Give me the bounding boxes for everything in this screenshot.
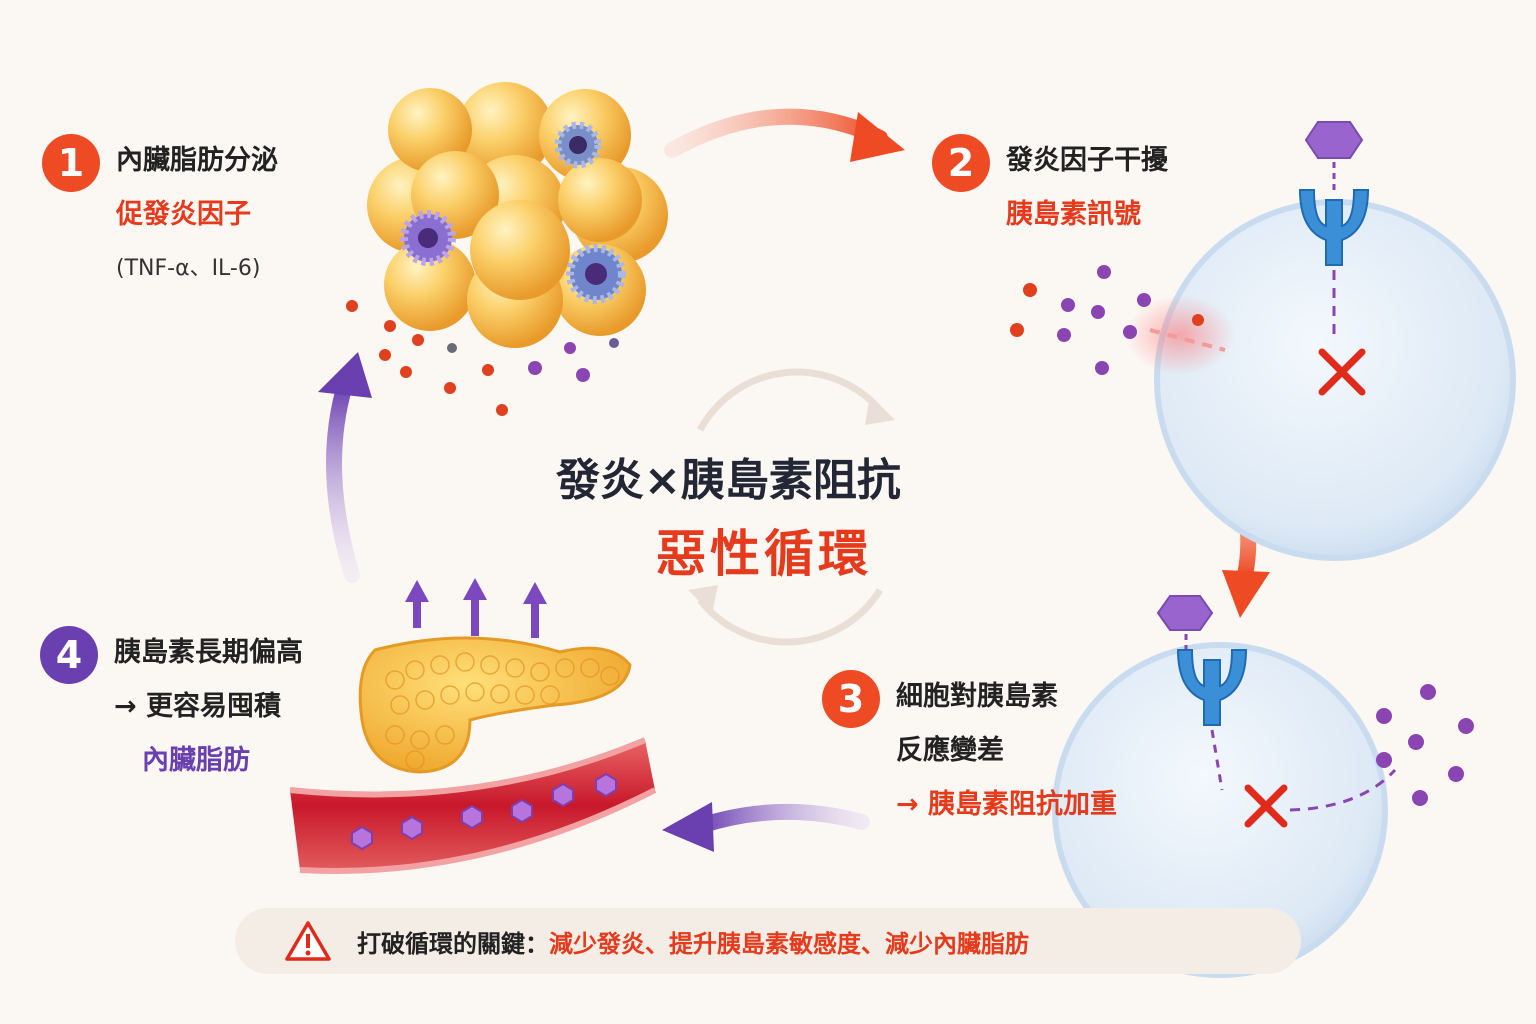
insulin-release-arrows xyxy=(405,578,547,638)
step-2-line-2: 胰島素訊號 xyxy=(1006,199,1141,230)
step-2: 2 發炎因子干擾 胰島素訊號 xyxy=(932,134,1168,242)
footer-text: 打破循環的關鍵：減少發炎、提升胰島素敏感度、減少內臟脂肪 xyxy=(357,924,1029,959)
block-x-icon xyxy=(1244,784,1288,828)
center-cycle-icon xyxy=(688,368,895,646)
step-4: 4 胰島素長期偏高 → 更容易囤積 內臟脂肪 xyxy=(40,626,303,788)
immune-cell-icon xyxy=(554,121,602,169)
step-3-line-3: → 胰島素阻抗加重 xyxy=(896,789,1118,820)
step-1-line-3: (TNF-α、IL-6) xyxy=(116,256,261,281)
step-3-line-2: 反應變差 xyxy=(896,735,1004,766)
blood-vessel-icon xyxy=(289,737,657,874)
step-3: 3 細胞對胰島素 反應變差 → 胰島素阻抗加重 xyxy=(822,670,1117,832)
step-4-badge: 4 xyxy=(40,626,98,684)
step-1-line-2: 促發炎因子 xyxy=(116,199,251,230)
step-3-badge: 3 xyxy=(822,670,880,728)
cell-receptor-icon xyxy=(1052,595,1474,978)
step-1-badge: 1 xyxy=(42,134,100,192)
arrow-step4-to-step1 xyxy=(318,352,372,583)
cell-receptor-icon xyxy=(1010,121,1516,561)
step-4-line-1: 胰島素長期偏高 xyxy=(114,637,303,668)
footer-banner: 打破循環的關鍵：減少發炎、提升胰島素敏感度、減少內臟脂肪 xyxy=(235,908,1301,974)
step-4-line-2: → 更容易囤積 xyxy=(114,691,282,722)
step-2-badge: 2 xyxy=(932,134,990,192)
arrow-step1-to-step2 xyxy=(664,108,905,162)
arrow-step3-to-step4 xyxy=(662,802,870,852)
step-4-line-3: 內臟脂肪 xyxy=(142,745,250,776)
block-x-icon xyxy=(1318,348,1366,396)
diagram-subtitle: 惡性循環 xyxy=(656,525,872,583)
footer-label: 打破循環的關鍵： xyxy=(357,929,549,958)
step-3-line-1: 細胞對胰島素 xyxy=(896,681,1058,712)
pancreas-icon xyxy=(358,636,632,774)
footer-highlight: 減少發炎、提升胰島素敏感度、減少內臟脂肪 xyxy=(549,929,1029,958)
fat-cell-cluster-icon xyxy=(367,82,668,348)
immune-cell-icon xyxy=(566,244,626,304)
warning-icon xyxy=(285,921,331,961)
step-2-line-1: 發炎因子干擾 xyxy=(1006,145,1168,176)
immune-cell-icon xyxy=(400,210,456,266)
step-1-line-1: 內臟脂肪分泌 xyxy=(116,145,278,176)
diagram-title: 發炎×胰島素阻抗 xyxy=(556,455,901,506)
step-1: 1 內臟脂肪分泌 促發炎因子 (TNF-α、IL-6) xyxy=(42,134,278,296)
cytokine-dots xyxy=(346,300,619,416)
